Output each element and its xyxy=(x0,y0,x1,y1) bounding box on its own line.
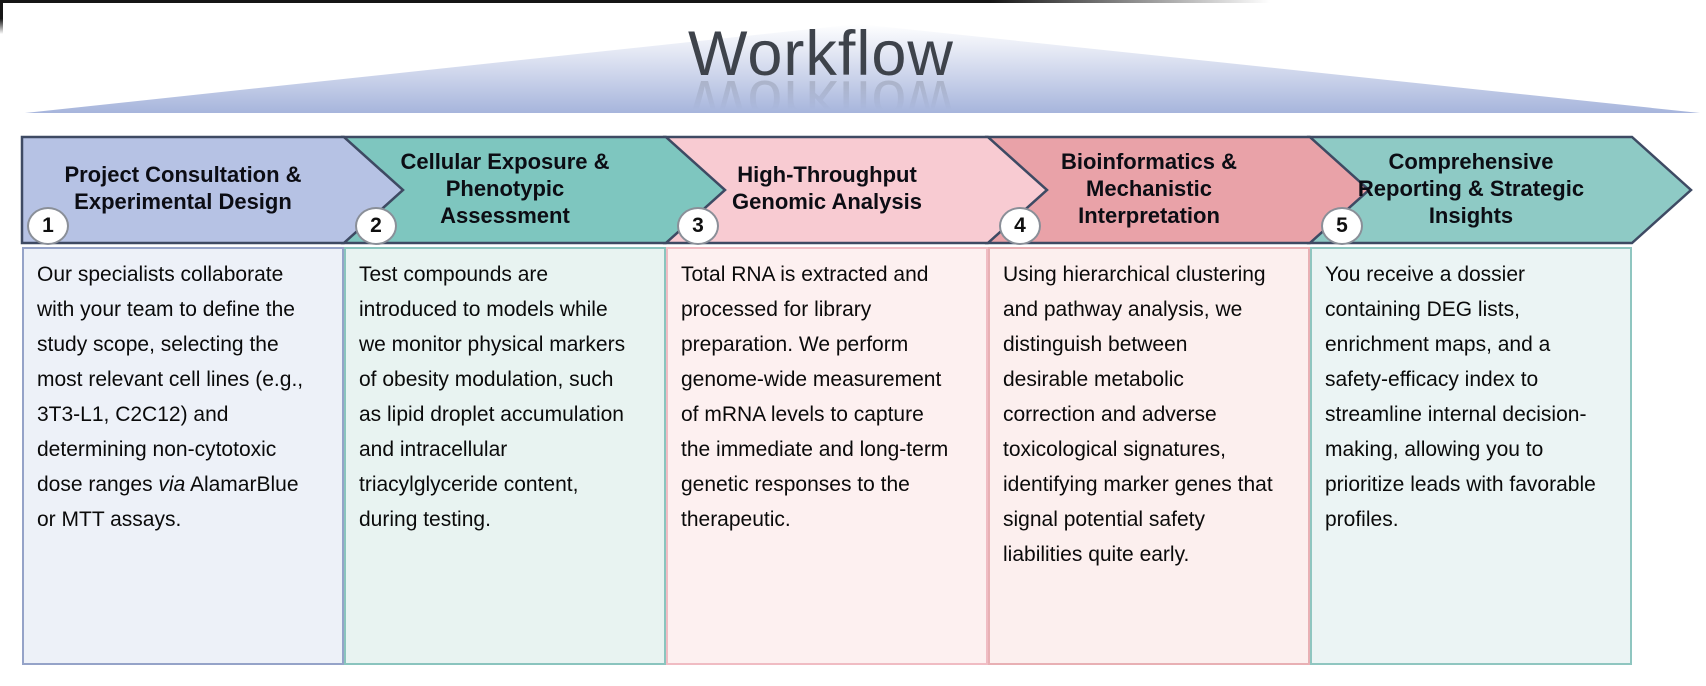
step-5-number-badge: 5 xyxy=(1321,207,1363,245)
step-2-description: Test compounds are introduced to models … xyxy=(344,247,666,665)
step-3-description: Total RNA is extracted and processed for… xyxy=(666,247,988,665)
step-1-description: Our specialists collaborate with your te… xyxy=(22,247,344,665)
frame-top-border xyxy=(0,0,1270,3)
step-5-description: You receive a dossier containing DEG lis… xyxy=(1310,247,1632,665)
step-4-number-badge: 4 xyxy=(999,207,1041,245)
step-3-number-badge: 3 xyxy=(677,207,719,245)
frame-left-border xyxy=(0,0,3,34)
step-2-number-badge: 2 xyxy=(355,207,397,245)
step-1-heading: Project Consultation &Experimental Desig… xyxy=(64,162,302,214)
step-1-number-badge: 1 xyxy=(27,207,69,245)
step-4-description: Using hierarchical clustering and pathwa… xyxy=(988,247,1310,665)
arrow-step-5 xyxy=(1306,135,1693,245)
title-banner-triangle xyxy=(25,24,1700,113)
